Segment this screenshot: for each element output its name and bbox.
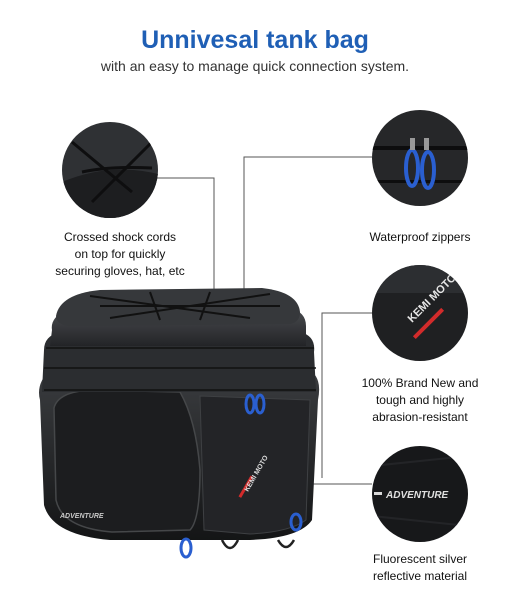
page-subtitle: with an easy to manage quick connection … (100, 58, 410, 74)
page-title: Unnivesal tank bag (141, 26, 369, 54)
caption-shock-cords: Crossed shock cords on top for quickly s… (55, 230, 185, 278)
zoom-reflective-text: ADVENTURE (385, 490, 449, 501)
caption-brand: 100% Brand New and tough and highly abra… (361, 376, 479, 424)
caption-reflective: Fluorescent silver reflective material (372, 552, 468, 583)
zoom-brand-logo: KEMI MOTO (372, 265, 468, 361)
caption-zippers: Waterproof zippers (369, 230, 471, 244)
bag-reflective-text: ADVENTURE (59, 513, 104, 520)
zoom-reflective: ADVENTURE (372, 446, 468, 542)
zoom-shock-cords (62, 122, 158, 218)
zoom-zippers (372, 110, 468, 206)
